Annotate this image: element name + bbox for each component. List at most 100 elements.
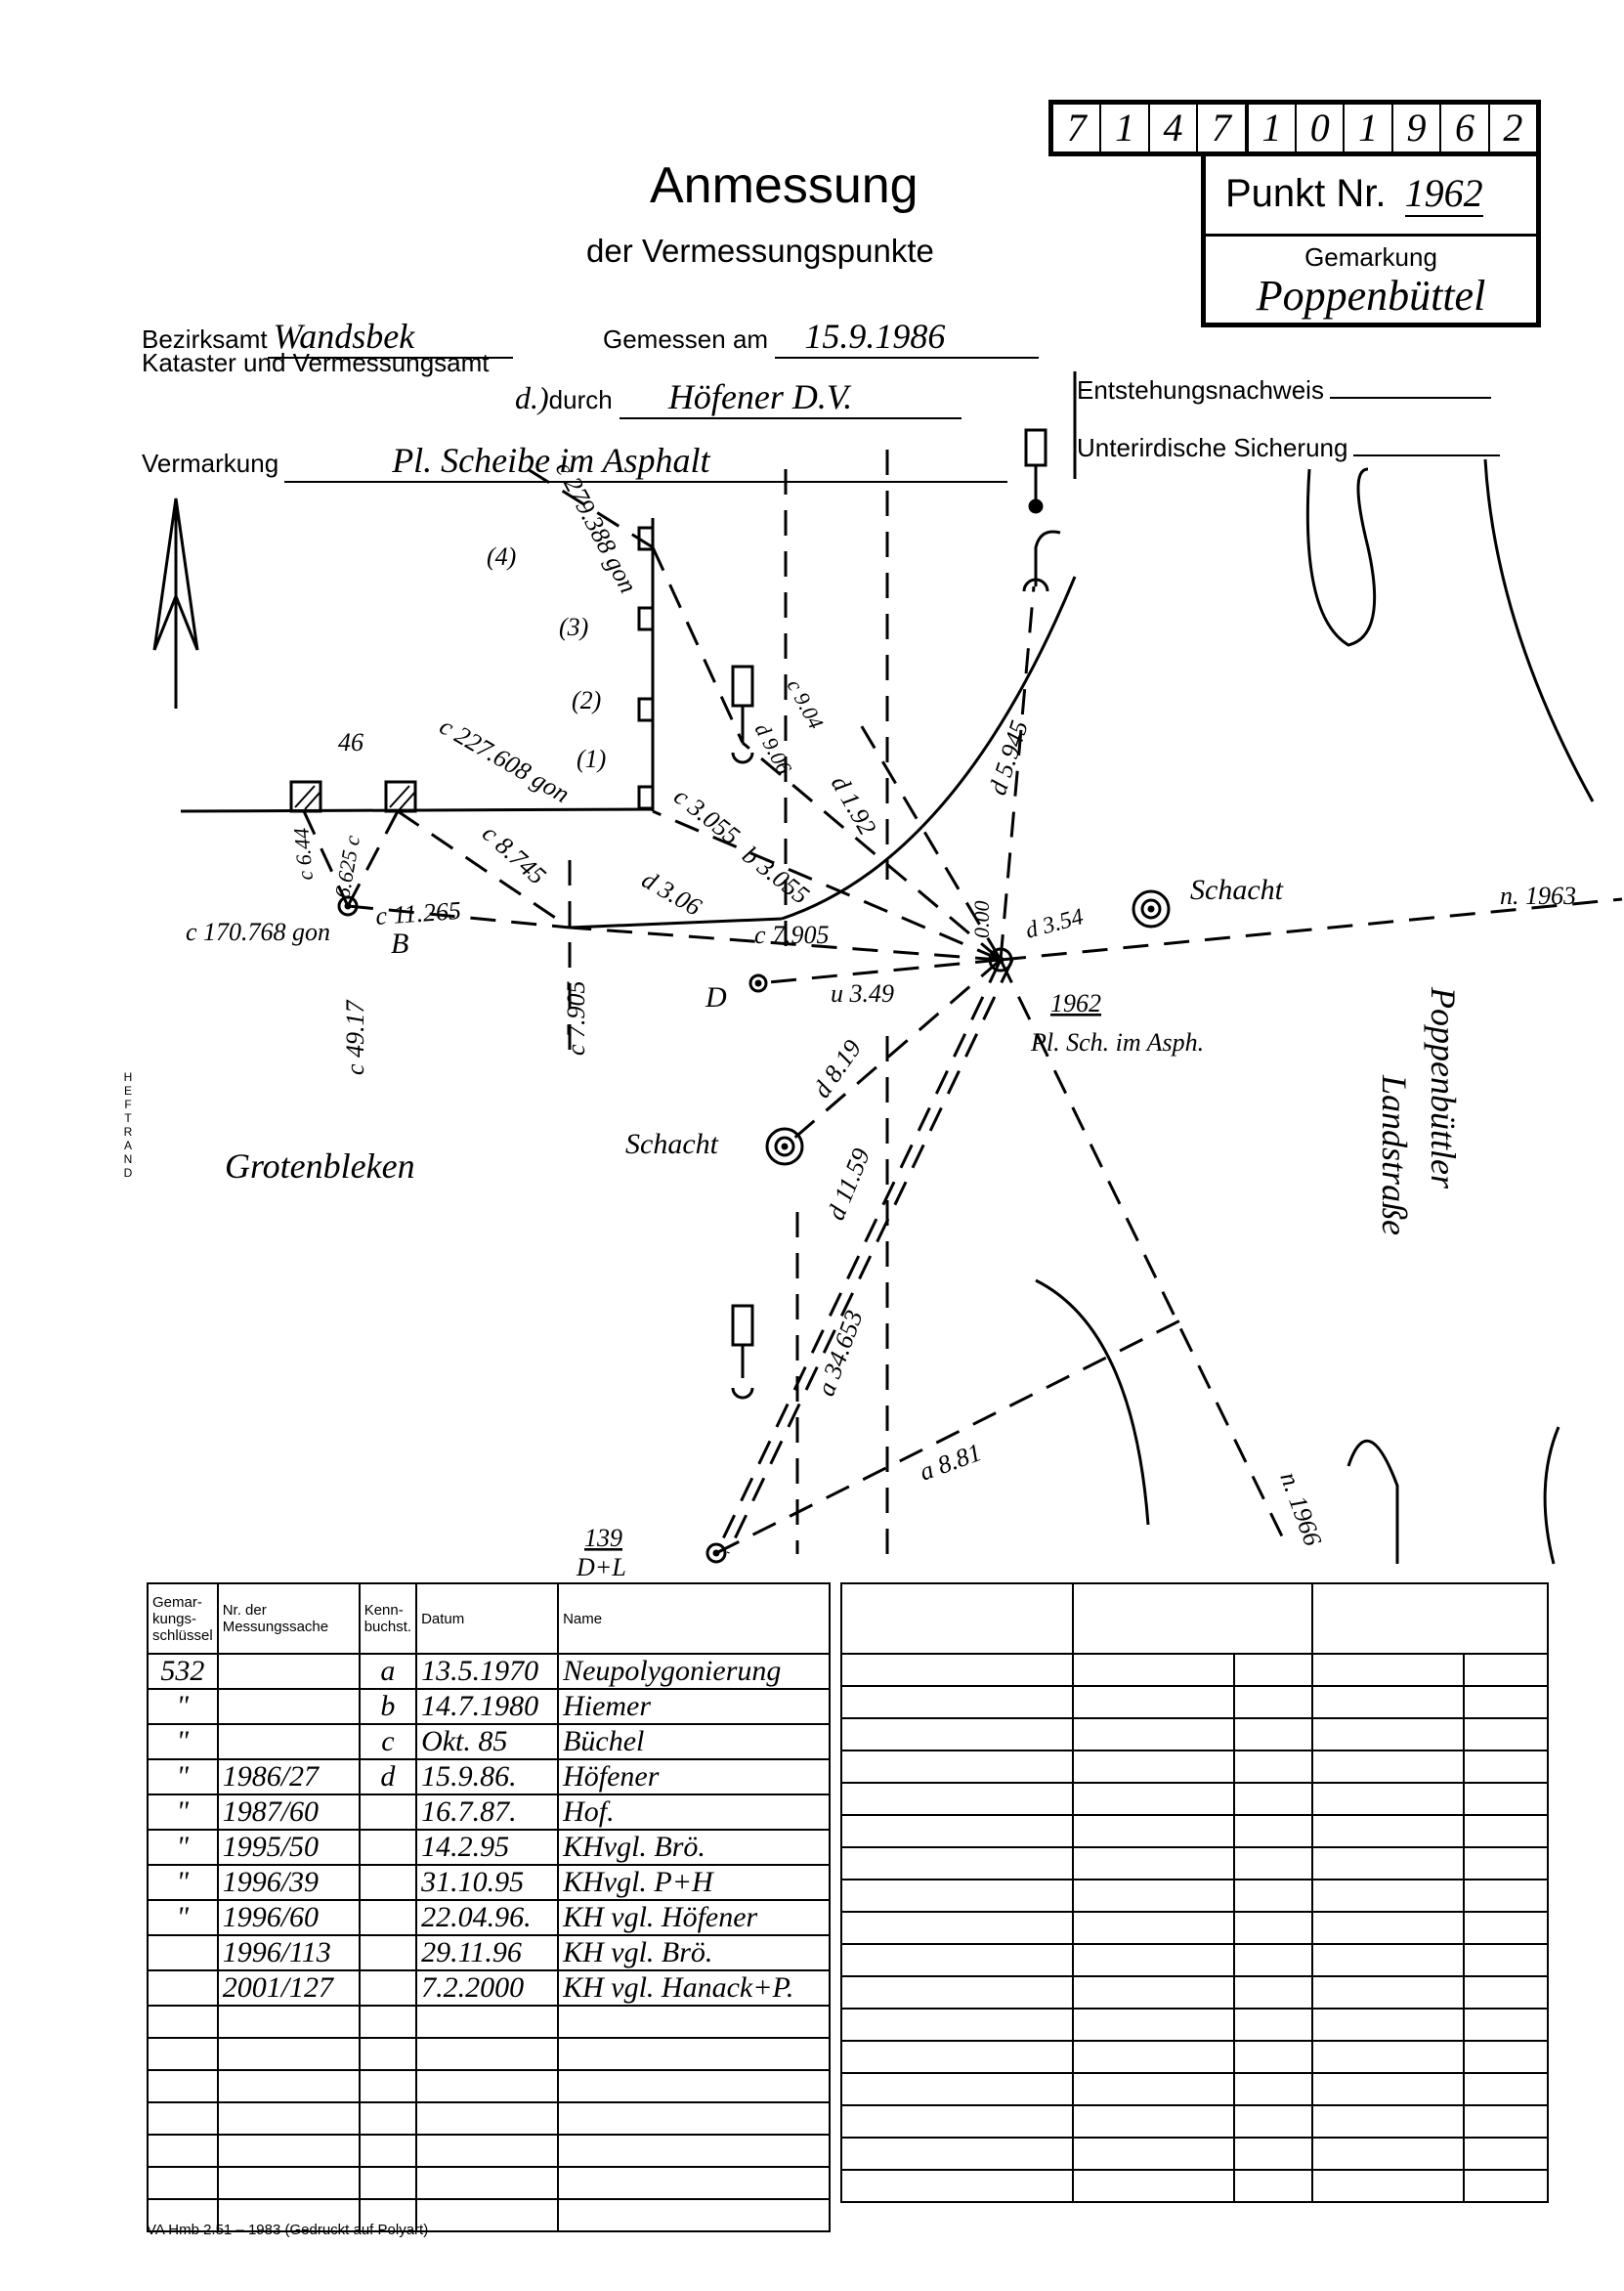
table-cell <box>415 2101 560 2136</box>
sketch-label: Pl. Sch. im Asph. <box>1030 1028 1204 1057</box>
table-cell <box>1463 1750 1549 1784</box>
sketch-label: d 3.06 <box>637 865 706 922</box>
table-cell <box>1463 2008 1549 2042</box>
table-cell <box>216 1723 361 1760</box>
table-cell <box>358 2069 418 2103</box>
table-row <box>840 1782 1549 1816</box>
table-cell <box>1463 1685 1549 1719</box>
table-cell: " <box>147 1829 219 1866</box>
table-row <box>840 2137 1549 2171</box>
table-cell <box>1463 2169 1549 2203</box>
column-header: Gemar-kungs-schlüssel <box>147 1582 219 1655</box>
table-cell: 1995/50 <box>216 1829 361 1866</box>
table-cell <box>1233 1943 1313 1977</box>
table-cell <box>358 1969 418 2007</box>
table-cell <box>1072 2137 1235 2171</box>
table-cell <box>557 2198 831 2232</box>
table-cell <box>147 2166 219 2200</box>
table-cell: 16.7.87. <box>415 1794 560 1831</box>
table-cell <box>1463 1782 1549 1816</box>
table-cell <box>1311 1846 1465 1880</box>
table-cell: " <box>147 1758 219 1795</box>
table-row <box>840 2169 1549 2203</box>
table-cell: Okt. 85 <box>415 1723 560 1760</box>
number-digit: 0 <box>1297 105 1346 151</box>
table-cell <box>1463 2104 1549 2139</box>
sketch-label: 46 <box>338 728 363 756</box>
table-cell <box>358 2005 418 2039</box>
table-cell: 1996/113 <box>216 1934 361 1971</box>
table-cell <box>840 1653 1074 1687</box>
table-cell <box>358 1934 418 1971</box>
sketch-label: B <box>391 928 408 960</box>
table-cell <box>557 2134 831 2168</box>
traffic-light-icon <box>731 665 754 764</box>
table-cell <box>1311 1814 1465 1848</box>
sketch-label: (4) <box>487 542 516 571</box>
sketch-label: n. 1966 <box>1274 1468 1327 1549</box>
table-cell <box>1463 2072 1549 2106</box>
table-cell <box>216 1653 361 1690</box>
table-cell <box>557 2166 831 2200</box>
sketch-label: 6.625 c <box>329 834 364 900</box>
table-cell: KHvgl. Brö. <box>557 1829 831 1866</box>
table-cell <box>1072 2040 1235 2074</box>
table-cell: KH vgl. Hanack+P. <box>557 1969 831 2007</box>
table-cell <box>1311 1750 1465 1784</box>
sketch-label: c 3.055 <box>668 782 745 850</box>
table-cell <box>1311 1685 1465 1719</box>
street-name: Landstraße <box>1375 1074 1414 1235</box>
number-digit: 1 <box>1249 105 1298 151</box>
table-row <box>147 2005 831 2039</box>
table-cell <box>216 2101 361 2136</box>
column-header: Name <box>557 1582 831 1655</box>
table-cell: 29.11.96 <box>415 1934 560 1971</box>
table-row <box>840 1685 1549 1719</box>
bezirksamt-label: Bezirksamt <box>142 324 268 354</box>
column-header: Datum <box>415 1582 560 1655</box>
table-cell: 13.5.1970 <box>415 1653 560 1690</box>
table-cell: " <box>147 1794 219 1831</box>
table-cell <box>1311 1653 1465 1687</box>
sketch-label: d 9.06 <box>750 719 797 778</box>
sketch-label: c 7.905 <box>562 980 590 1056</box>
document-subtitle: der Vermessungspunkte <box>586 233 934 269</box>
table-cell <box>415 2134 560 2168</box>
sketch-label: c 9.04 <box>783 675 829 733</box>
table-cell: " <box>147 1864 219 1901</box>
table-cell <box>1463 1814 1549 1848</box>
table-cell: KH vgl. Brö. <box>557 1934 831 1971</box>
table-row <box>840 2040 1549 2074</box>
table-cell <box>840 1782 1074 1816</box>
punkt-label: Punkt Nr. <box>1225 172 1387 215</box>
table-cell: c <box>358 1723 418 1760</box>
table-cell <box>1233 2040 1313 2074</box>
number-digit: 7 <box>1053 105 1102 151</box>
table-row <box>840 2104 1549 2139</box>
table-cell <box>1233 1879 1313 1913</box>
table-row <box>147 2069 831 2103</box>
form-footer: VA Hmb 2.51 – 1983 (Gedruckt auf Polyart… <box>147 2222 429 2238</box>
table-cell <box>216 2069 361 2103</box>
table-cell <box>1233 1750 1313 1784</box>
table-cell: 14.7.1980 <box>415 1688 560 1725</box>
table-cell: b <box>358 1688 418 1725</box>
sketch-label: D+L <box>576 1553 626 1581</box>
table-cell: 31.10.95 <box>415 1864 560 1901</box>
durch-value: Höfener D.V. <box>619 376 962 419</box>
table-cell <box>1233 1717 1313 1751</box>
number-digit: 1 <box>1345 105 1393 151</box>
sketch-label: d 11.59 <box>822 1145 876 1224</box>
table-cell: 1996/39 <box>216 1864 361 1901</box>
table-cell: " <box>147 1723 219 1760</box>
table-cell <box>840 2169 1074 2203</box>
durch-field: d.)durch Höfener D.V. <box>515 376 962 419</box>
sketch-label: n. 1963 <box>1500 882 1576 910</box>
table-row <box>147 2037 831 2071</box>
manhole-icon <box>1132 889 1171 929</box>
table-cell <box>1072 1750 1235 1784</box>
